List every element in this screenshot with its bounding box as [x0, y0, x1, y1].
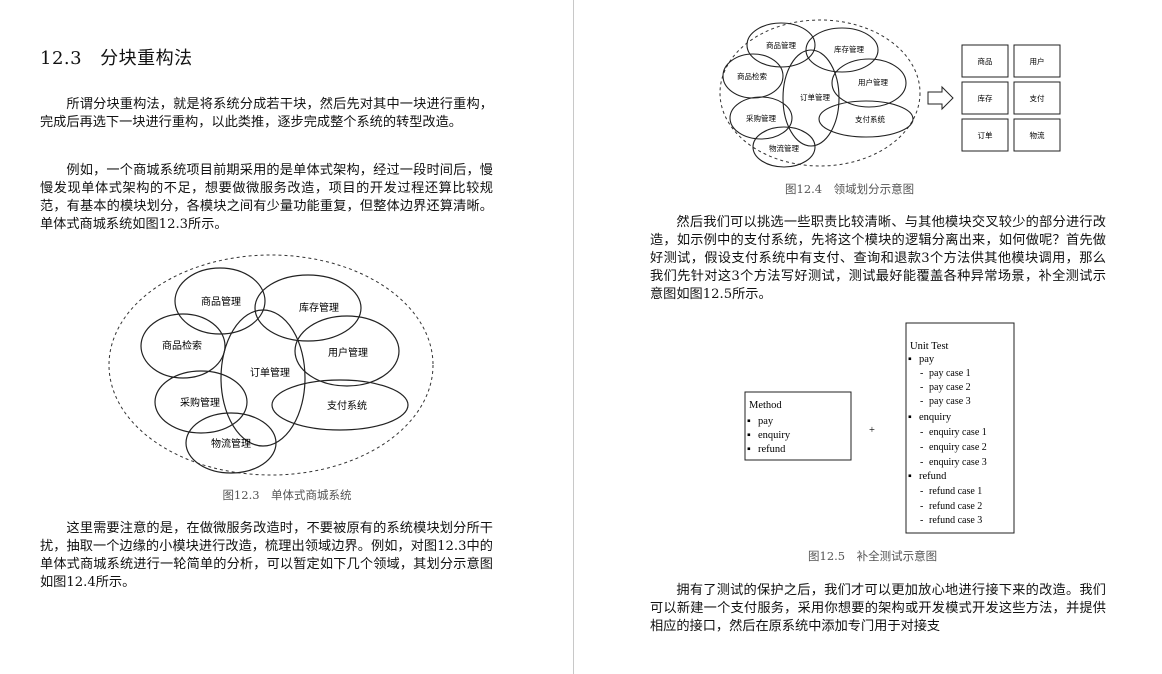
case-enquiry-3: enquiry case 3	[929, 457, 987, 468]
module-user-mgmt	[294, 315, 400, 387]
module-procurement-mgmt	[154, 370, 248, 434]
domain-payment: 支付	[1030, 93, 1046, 103]
group-enquiry: enquiry	[919, 412, 952, 423]
case-pay-3: pay case 3	[929, 396, 971, 407]
case-item: -	[920, 501, 923, 512]
group-bullet: ▪	[908, 412, 912, 423]
method-bullet: ▪	[747, 430, 751, 441]
paragraph-payment-tests: 然后我们可以挑选一些职责比较清晰、与其他模块交叉较少的部分进行改造，如示例中的支…	[650, 215, 1106, 302]
domain-user: 用户	[1030, 56, 1045, 66]
module-order-mgmt	[220, 309, 306, 447]
group-bullet: ▪	[908, 354, 912, 365]
paragraph-intro: 所谓分块重构法，就是将系统分成若干块，然后先对其中一块进行重构，完成后再选下一块…	[40, 97, 493, 130]
module-inventory-mgmt	[254, 274, 362, 342]
figure-12-5-unit-test-diagram: Method ▪ pay ▪ enquiry ▪ refund + Unit T…	[744, 322, 1015, 534]
page-divider	[573, 0, 574, 674]
method-title: Method	[749, 400, 782, 411]
group-pay: pay	[919, 354, 935, 365]
label-user-mgmt: 用户管理	[328, 346, 368, 359]
label-product-mgmt: 商品管理	[201, 295, 241, 308]
case-item: -	[920, 486, 923, 497]
figure-12-3-caption: 图12.3 单体式商城系统	[222, 488, 352, 502]
module-product-mgmt	[174, 267, 266, 335]
case-pay-2: pay case 2	[929, 382, 971, 393]
figure-12-5-caption: 图12.5 补全测试示意图	[808, 549, 938, 563]
fig4-label-product-search: 商品检索	[737, 71, 767, 81]
figure-12-4-caption: 图12.4 领域划分示意图	[785, 182, 915, 196]
label-procurement-mgmt: 采购管理	[180, 396, 220, 409]
left-page: 12.3 分块重构法 所谓分块重构法，就是将系统分成若干块，然后先对其中一块进行重…	[0, 0, 574, 674]
paragraph-new-service: 拥有了测试的保护之后，我们才可以更加放心地进行接下来的改造。我们可以新建一个支付…	[650, 583, 1106, 634]
case-item: -	[920, 382, 923, 393]
method-bullet: ▪	[747, 444, 751, 455]
module-product-search	[140, 313, 226, 379]
case-item: -	[920, 396, 923, 407]
case-pay-1: pay case 1	[929, 368, 971, 379]
label-logistics-mgmt: 物流管理	[211, 437, 251, 450]
arrow-icon	[927, 85, 954, 111]
domain-order: 订单	[978, 130, 993, 140]
domain-inventory: 库存	[978, 93, 993, 103]
method-pay: pay	[758, 416, 774, 427]
label-payment-system: 支付系统	[327, 399, 367, 412]
method-enquiry: enquiry	[758, 430, 791, 441]
case-item: -	[920, 515, 923, 526]
domain-product: 商品	[978, 56, 993, 66]
fig4-label-inventory-mgmt: 库存管理	[834, 44, 864, 54]
method-bullet: ▪	[747, 416, 751, 427]
plus-sign: +	[869, 425, 875, 436]
case-item: -	[920, 457, 923, 468]
module-payment-system	[271, 379, 409, 431]
unit-test-title: Unit Test	[910, 341, 949, 352]
group-refund: refund	[919, 471, 947, 482]
case-enquiry-1: enquiry case 1	[929, 427, 987, 438]
fig4-label-procurement-mgmt: 采购管理	[746, 113, 776, 123]
section-title: 分块重构法	[100, 48, 193, 69]
section-heading: 12.3 分块重构法	[40, 44, 193, 70]
figure-12-3-monolith-diagram: 商品管理 库存管理 商品检索 订单管理 用户管理 采购管理 支付系统 物流管理	[108, 254, 434, 476]
group-bullet: ▪	[908, 471, 912, 482]
label-order-mgmt: 订单管理	[250, 366, 290, 379]
fig4-label-payment-system: 支付系统	[855, 114, 885, 124]
domain-logistics: 物流	[1030, 130, 1046, 140]
case-item: -	[920, 427, 923, 438]
case-item: -	[920, 442, 923, 453]
figure-12-4-domain-diagram: 商品管理 库存管理 商品检索 用户管理 订单管理 采购管理 支付系统 物流管理 …	[719, 19, 1061, 168]
fig4-label-logistics-mgmt: 物流管理	[769, 143, 799, 153]
fig4-label-order-mgmt: 订单管理	[800, 92, 830, 102]
fig4-label-user-mgmt: 用户管理	[858, 77, 888, 87]
paragraph-example: 例如，一个商城系统项目前期采用的是单体式架构，经过一段时间后，慢慢发现单体式架构…	[40, 163, 493, 232]
case-refund-1: refund case 1	[929, 486, 982, 497]
case-refund-2: refund case 2	[929, 501, 982, 512]
label-inventory-mgmt: 库存管理	[299, 301, 339, 314]
case-refund-3: refund case 3	[929, 515, 982, 526]
module-logistics-mgmt	[185, 412, 277, 474]
right-page: 商品管理 库存管理 商品检索 用户管理 订单管理 采购管理 支付系统 物流管理 …	[575, 0, 1162, 674]
fig4-label-product-mgmt: 商品管理	[766, 40, 796, 50]
case-item: -	[920, 368, 923, 379]
method-refund: refund	[758, 444, 786, 455]
case-enquiry-2: enquiry case 2	[929, 442, 987, 453]
label-product-search: 商品检索	[162, 339, 202, 352]
section-number: 12.3	[40, 48, 83, 69]
paragraph-boundary: 这里需要注意的是，在做微服务改造时，不要被原有的系统模块划分所干扰，抽取一个边缘…	[40, 521, 493, 590]
